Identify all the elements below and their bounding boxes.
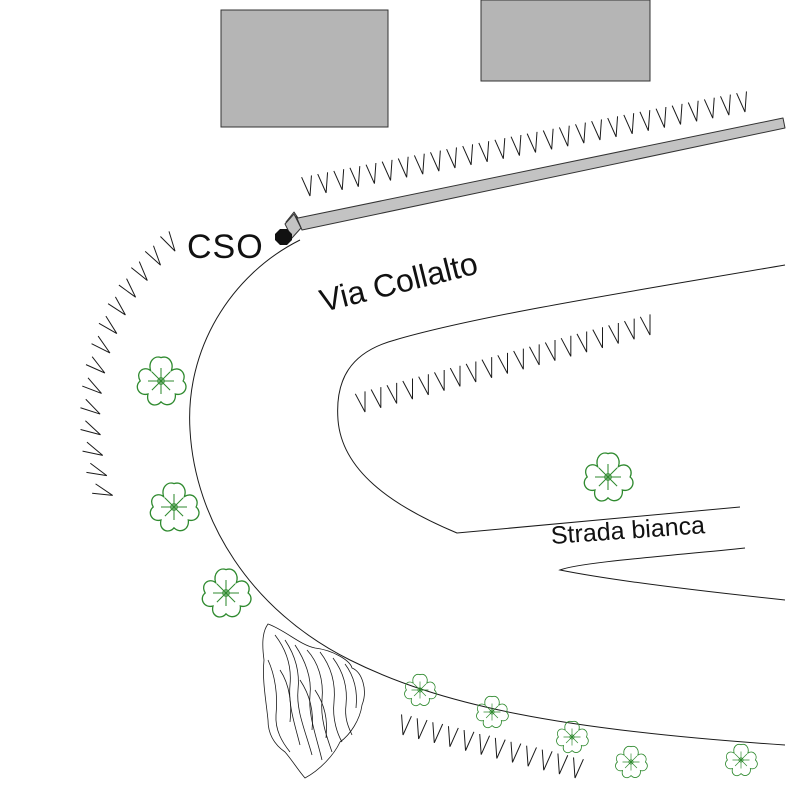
grass-tick-icon xyxy=(576,331,588,353)
grass-tick-icon xyxy=(98,315,118,335)
tree-icon-5 xyxy=(404,673,437,707)
grass-tick-icon xyxy=(107,296,126,316)
grass-tick-icon xyxy=(92,483,113,496)
grass-tick-icon xyxy=(365,162,377,184)
grass-tick-icon xyxy=(513,348,524,370)
grass-tick-icon xyxy=(402,378,414,400)
grass-row-inner xyxy=(354,314,651,413)
grass-tick-icon xyxy=(430,150,441,172)
tree-icon-7 xyxy=(556,720,589,754)
grass-tick-icon xyxy=(416,718,428,740)
grass-tick-icon xyxy=(317,172,329,194)
grass-tick-icon xyxy=(510,134,522,156)
grass-tick-icon xyxy=(575,122,586,144)
tree-icon-9 xyxy=(725,743,758,777)
grass-tick-icon xyxy=(446,147,457,169)
grass-tick-icon xyxy=(608,322,619,344)
grass-tick-icon xyxy=(541,749,553,771)
grass-tick-icon xyxy=(381,159,393,181)
grass-tick-icon xyxy=(607,116,619,138)
grass-tick-icon xyxy=(639,110,651,131)
grass-tick-icon xyxy=(542,128,554,150)
grass-tick-icon xyxy=(497,352,509,374)
grass-row-bottom xyxy=(401,714,584,779)
grass-tick-icon xyxy=(160,231,176,252)
grass-tick-icon xyxy=(449,365,461,387)
grass-tick-icon xyxy=(526,131,538,153)
grass-tick-icon xyxy=(573,757,584,779)
grass-row-left xyxy=(80,231,176,496)
rock-outcrop xyxy=(262,623,365,779)
grass-tick-icon xyxy=(301,175,312,197)
grass-tick-icon xyxy=(401,714,412,736)
tree-icon-2 xyxy=(149,482,200,532)
grass-tick-icon xyxy=(333,169,345,190)
grass-tick-icon xyxy=(736,91,747,113)
tree-icon-8 xyxy=(615,745,648,779)
grass-tick-icon xyxy=(465,361,477,383)
grass-tick-icon xyxy=(413,153,425,175)
grass-tick-icon xyxy=(624,318,635,340)
tree-icon-4 xyxy=(583,452,634,502)
grass-tick-icon xyxy=(703,97,715,119)
grass-tick-icon xyxy=(510,741,522,763)
grass-tick-icon xyxy=(80,398,101,415)
grass-tick-icon xyxy=(558,125,570,147)
grass-tick-icon xyxy=(623,113,635,134)
grass-tick-icon xyxy=(494,138,506,159)
grass-tick-icon xyxy=(82,377,102,394)
grass-tick-icon xyxy=(592,327,604,349)
grass-tick-icon xyxy=(91,335,111,354)
grass-tick-icon xyxy=(529,344,540,366)
grass-tick-icon xyxy=(463,730,475,751)
grass-tick-icon xyxy=(560,335,572,357)
road-edge-outer xyxy=(189,239,786,746)
grass-tick-icon xyxy=(639,314,651,336)
grass-tick-icon xyxy=(86,462,108,477)
grass-tick-icon xyxy=(432,722,444,744)
grass-tick-icon xyxy=(720,94,731,116)
grass-tick-icon xyxy=(687,100,699,122)
grass-tick-icon xyxy=(462,144,474,166)
tree-icon-1 xyxy=(136,356,187,406)
grass-tick-icon xyxy=(478,141,490,162)
grass-tick-icon xyxy=(130,261,148,281)
grass-tick-icon xyxy=(544,340,556,361)
grass-tick-icon xyxy=(481,357,493,379)
grass-tick-icon xyxy=(557,753,569,775)
grass-tick-icon xyxy=(591,119,602,141)
grass-tick-icon xyxy=(386,382,398,404)
grass-tick-icon xyxy=(494,737,506,759)
grass-tick-icon xyxy=(349,166,361,187)
grass-tick-icon xyxy=(144,245,161,266)
grass-tick-icon xyxy=(80,420,101,436)
grass-tick-icon xyxy=(418,374,429,396)
tree-icon-6 xyxy=(476,695,509,729)
grass-row-top xyxy=(301,91,747,197)
grass-tick-icon xyxy=(118,278,137,298)
cso-label: CSO xyxy=(187,228,264,266)
grass-tick-icon xyxy=(85,356,106,374)
grass-tick-icon xyxy=(370,387,382,408)
cso-marker-icon xyxy=(275,229,292,245)
grass-tick-icon xyxy=(397,156,409,178)
grass-tick-icon xyxy=(655,106,667,128)
grass-tick-icon xyxy=(526,745,537,767)
building-2 xyxy=(480,0,651,82)
tree-icon-3 xyxy=(201,568,252,618)
road-edge-inner xyxy=(337,264,786,534)
grass-tick-icon xyxy=(671,103,683,125)
building-1 xyxy=(220,9,389,128)
grass-tick-icon xyxy=(447,726,459,747)
strada-bianca-edge xyxy=(558,547,786,601)
grass-tick-icon xyxy=(354,391,366,413)
grass-tick-icon xyxy=(479,733,491,755)
pipe xyxy=(285,117,786,231)
grass-tick-icon xyxy=(434,369,445,391)
grass-tick-icon xyxy=(82,441,104,456)
